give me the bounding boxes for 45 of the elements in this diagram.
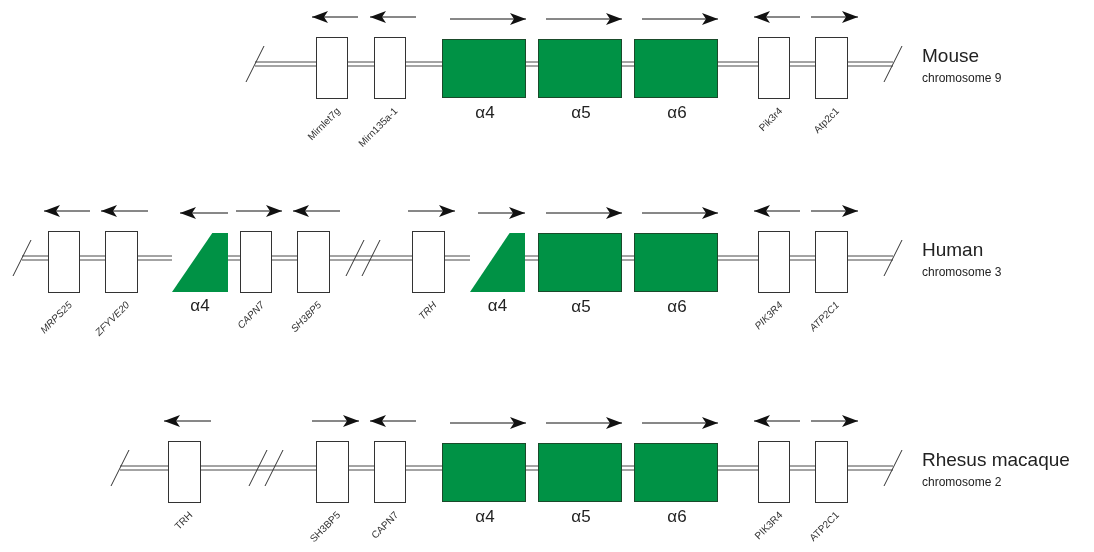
chromosome-line [717, 255, 759, 261]
chromosome-line [21, 255, 49, 261]
chromosome-line [525, 465, 539, 471]
chromosome-line [227, 255, 241, 261]
chromosome-line [847, 61, 894, 67]
species-name: Rhesus macaque [922, 449, 1070, 469]
gene-label: α6 [666, 298, 688, 315]
gene-label: α6 [666, 508, 688, 525]
chromosome-line [717, 465, 759, 471]
chromosome-line [621, 465, 635, 471]
species-name: Mouse [922, 45, 980, 65]
chromosome-line [348, 465, 375, 471]
chromosome-line [847, 255, 894, 261]
gene-label: α5 [570, 508, 592, 525]
chromosome-line [254, 61, 317, 67]
chromosome-line [119, 465, 169, 471]
chromosome-label: chromosome 3 [922, 266, 1002, 278]
gene-label: α4 [474, 104, 496, 121]
chromosome-line [444, 255, 471, 261]
chromosome-line [524, 255, 539, 261]
chromosome-line [621, 61, 635, 67]
gene-label: α5 [570, 104, 592, 121]
chromosome-line [271, 255, 298, 261]
chromosome-line [405, 465, 443, 471]
chromosome-line [717, 61, 759, 67]
chromosome-line [329, 255, 413, 261]
gene-label: α5 [570, 298, 592, 315]
chromosome-line [789, 255, 816, 261]
gene-label: α4 [189, 297, 211, 314]
chromosome-line [525, 61, 539, 67]
chromosome-line [405, 61, 443, 67]
gene-label: α4 [486, 297, 509, 314]
species-name: Human [922, 239, 984, 259]
chromosome-line [789, 465, 816, 471]
chromosome-label: chromosome 9 [922, 72, 1002, 84]
chromosome-line [137, 255, 173, 261]
chromosome-line [789, 61, 816, 67]
chromosome-line [200, 465, 317, 471]
gene-label: α4 [474, 508, 496, 525]
gene-label: α6 [666, 104, 688, 121]
chromosome-label: chromosome 2 [922, 476, 1002, 488]
chromosome-line [347, 61, 375, 67]
chromosome-line [621, 255, 635, 261]
chromosome-line [847, 465, 894, 471]
chromosome-line [79, 255, 106, 261]
